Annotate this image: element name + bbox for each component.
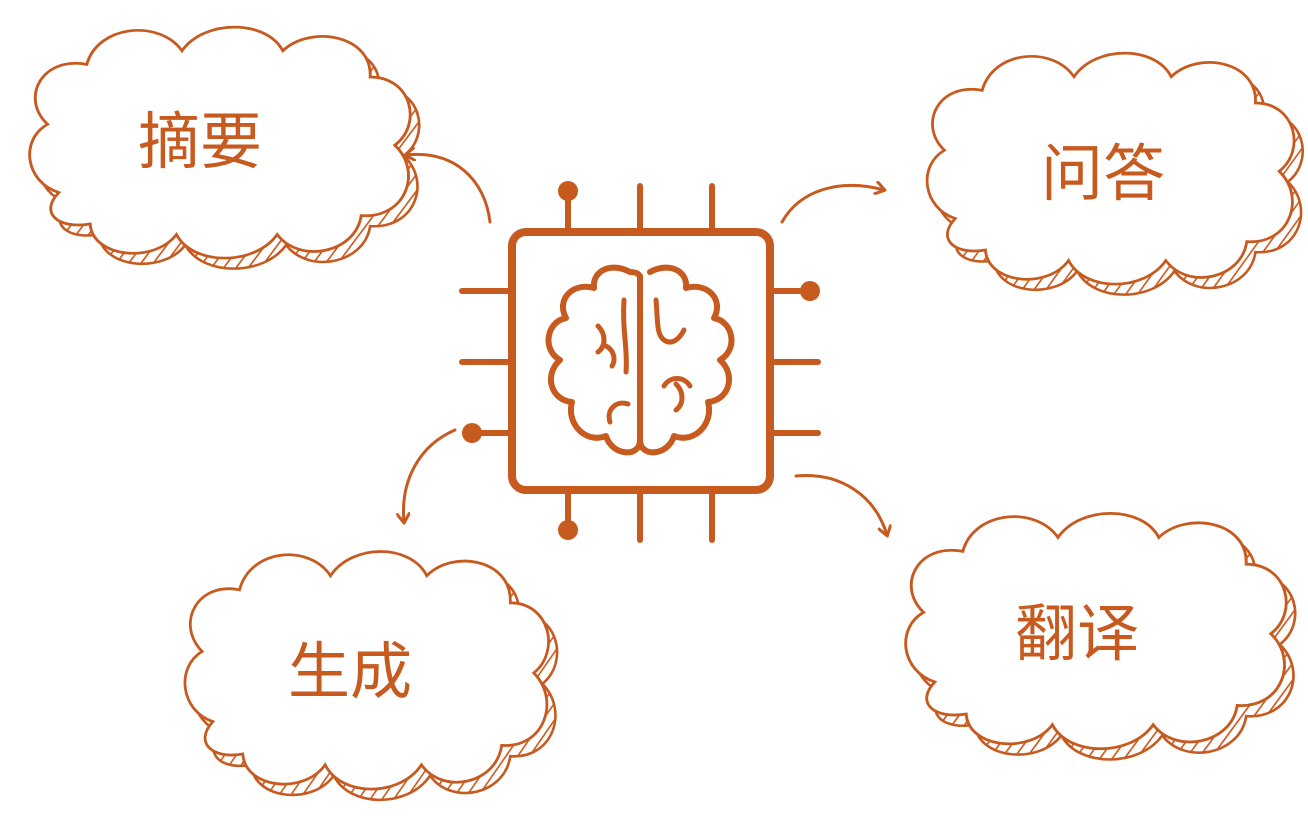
cloud-label-generation: 生成 [288, 635, 412, 708]
arrow-to-summary [406, 154, 492, 224]
arrow-to-translation [794, 474, 887, 535]
cloud-label-summary: 摘要 [138, 105, 262, 178]
arrow-to-qa [780, 185, 884, 224]
cloud-label-translation: 翻译 [1015, 597, 1139, 670]
arrow-to-generation [403, 428, 457, 522]
brain-chip-icon [459, 181, 821, 543]
cloud-label-qa: 问答 [1041, 137, 1165, 210]
